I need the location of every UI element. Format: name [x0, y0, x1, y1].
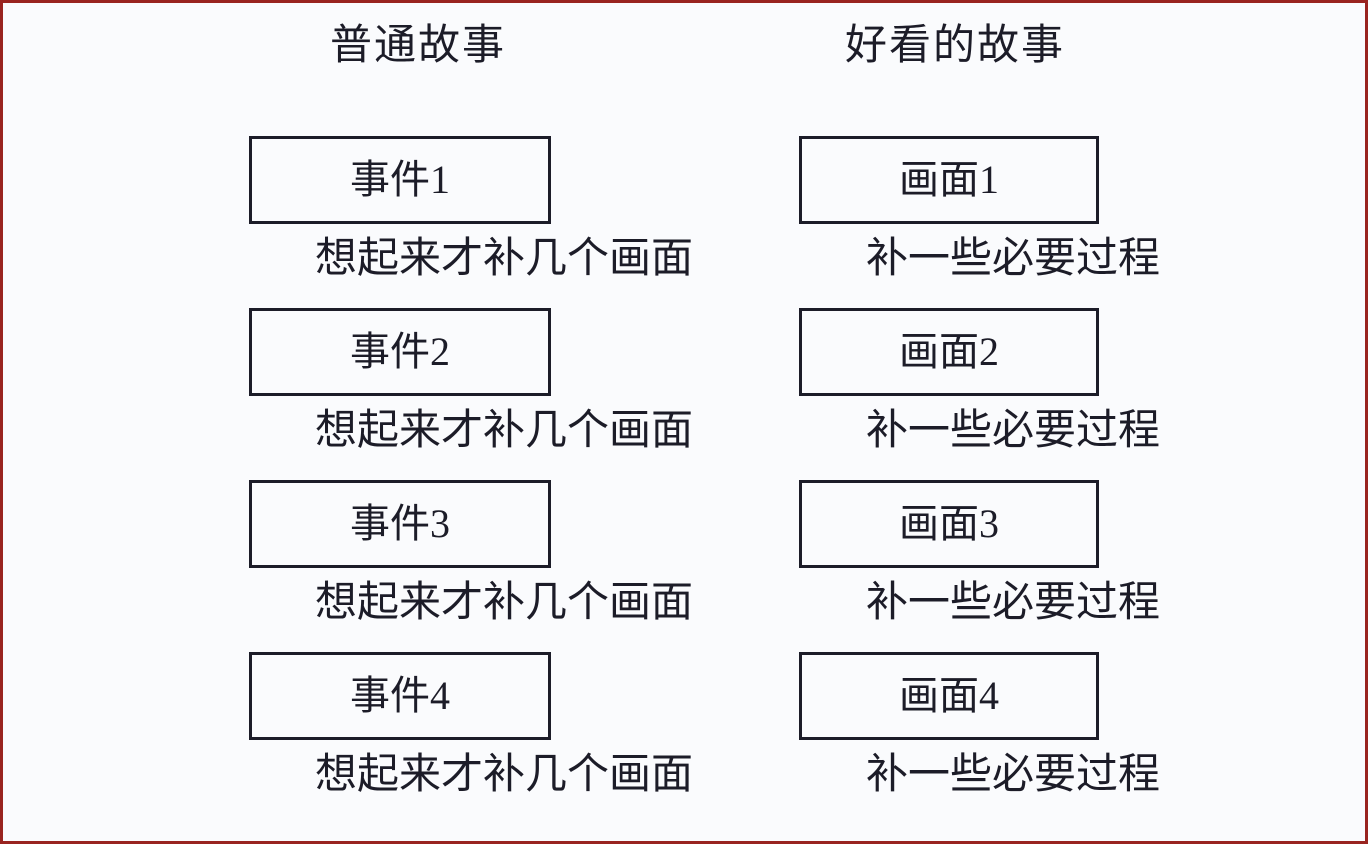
event-box-1-label: 事件1 — [350, 157, 450, 202]
event-box-4-label: 事件4 — [350, 673, 450, 718]
scene-box-1-label: 画面1 — [899, 157, 999, 202]
event-caption-1: 想起来才补几个画面 — [314, 236, 693, 282]
scene-box-3-label: 画面3 — [899, 501, 999, 546]
column-title-ordinary-story: 普通故事 — [329, 23, 506, 69]
scene-caption-4: 补一些必要过程 — [865, 752, 1160, 798]
event-box-3: 事件3 — [249, 480, 551, 568]
scene-box-2: 画面2 — [799, 308, 1099, 396]
scene-caption-1: 补一些必要过程 — [865, 236, 1160, 282]
scene-box-2-label: 画面2 — [899, 329, 999, 374]
event-box-1: 事件1 — [249, 136, 551, 224]
scene-caption-2: 补一些必要过程 — [865, 408, 1160, 454]
event-box-2: 事件2 — [249, 308, 551, 396]
scene-box-3: 画面3 — [799, 480, 1099, 568]
event-caption-2: 想起来才补几个画面 — [314, 408, 693, 454]
event-caption-4: 想起来才补几个画面 — [314, 752, 693, 798]
scene-box-1: 画面1 — [799, 136, 1099, 224]
scene-box-4: 画面4 — [799, 652, 1099, 740]
scene-box-4-label: 画面4 — [899, 673, 999, 718]
event-box-2-label: 事件2 — [350, 329, 450, 374]
event-caption-3: 想起来才补几个画面 — [314, 580, 693, 626]
scene-caption-3: 补一些必要过程 — [865, 580, 1160, 626]
event-box-4: 事件4 — [249, 652, 551, 740]
event-box-3-label: 事件3 — [350, 501, 450, 546]
column-title-good-story: 好看的故事 — [844, 23, 1065, 69]
